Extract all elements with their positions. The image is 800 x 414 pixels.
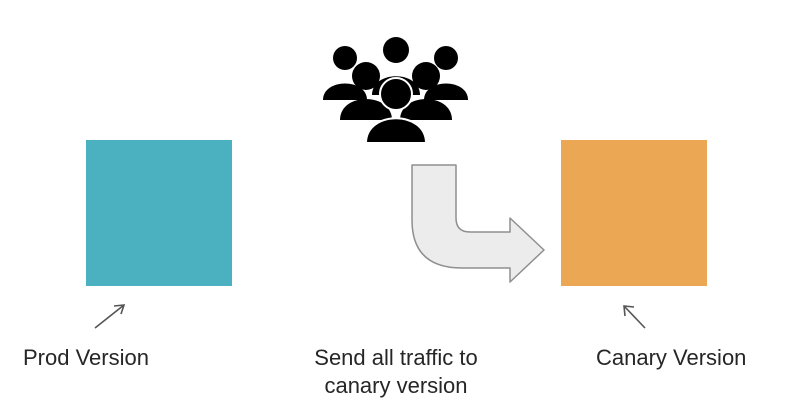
canary-pointer-arrow xyxy=(623,305,646,329)
traffic-arrow xyxy=(411,164,545,283)
prod-version-box xyxy=(86,140,232,286)
users-crowd-icon xyxy=(323,37,468,144)
traffic-caption-line-1: Send all traffic to xyxy=(314,345,478,370)
canary-version-box xyxy=(561,140,707,286)
traffic-caption: Send all traffic to canary version xyxy=(296,344,496,400)
prod-version-label: Prod Version xyxy=(23,345,149,370)
canary-version-label: Canary Version xyxy=(596,345,747,370)
prod-pointer-arrow xyxy=(94,304,126,329)
traffic-caption-line-2: canary version xyxy=(324,373,468,398)
